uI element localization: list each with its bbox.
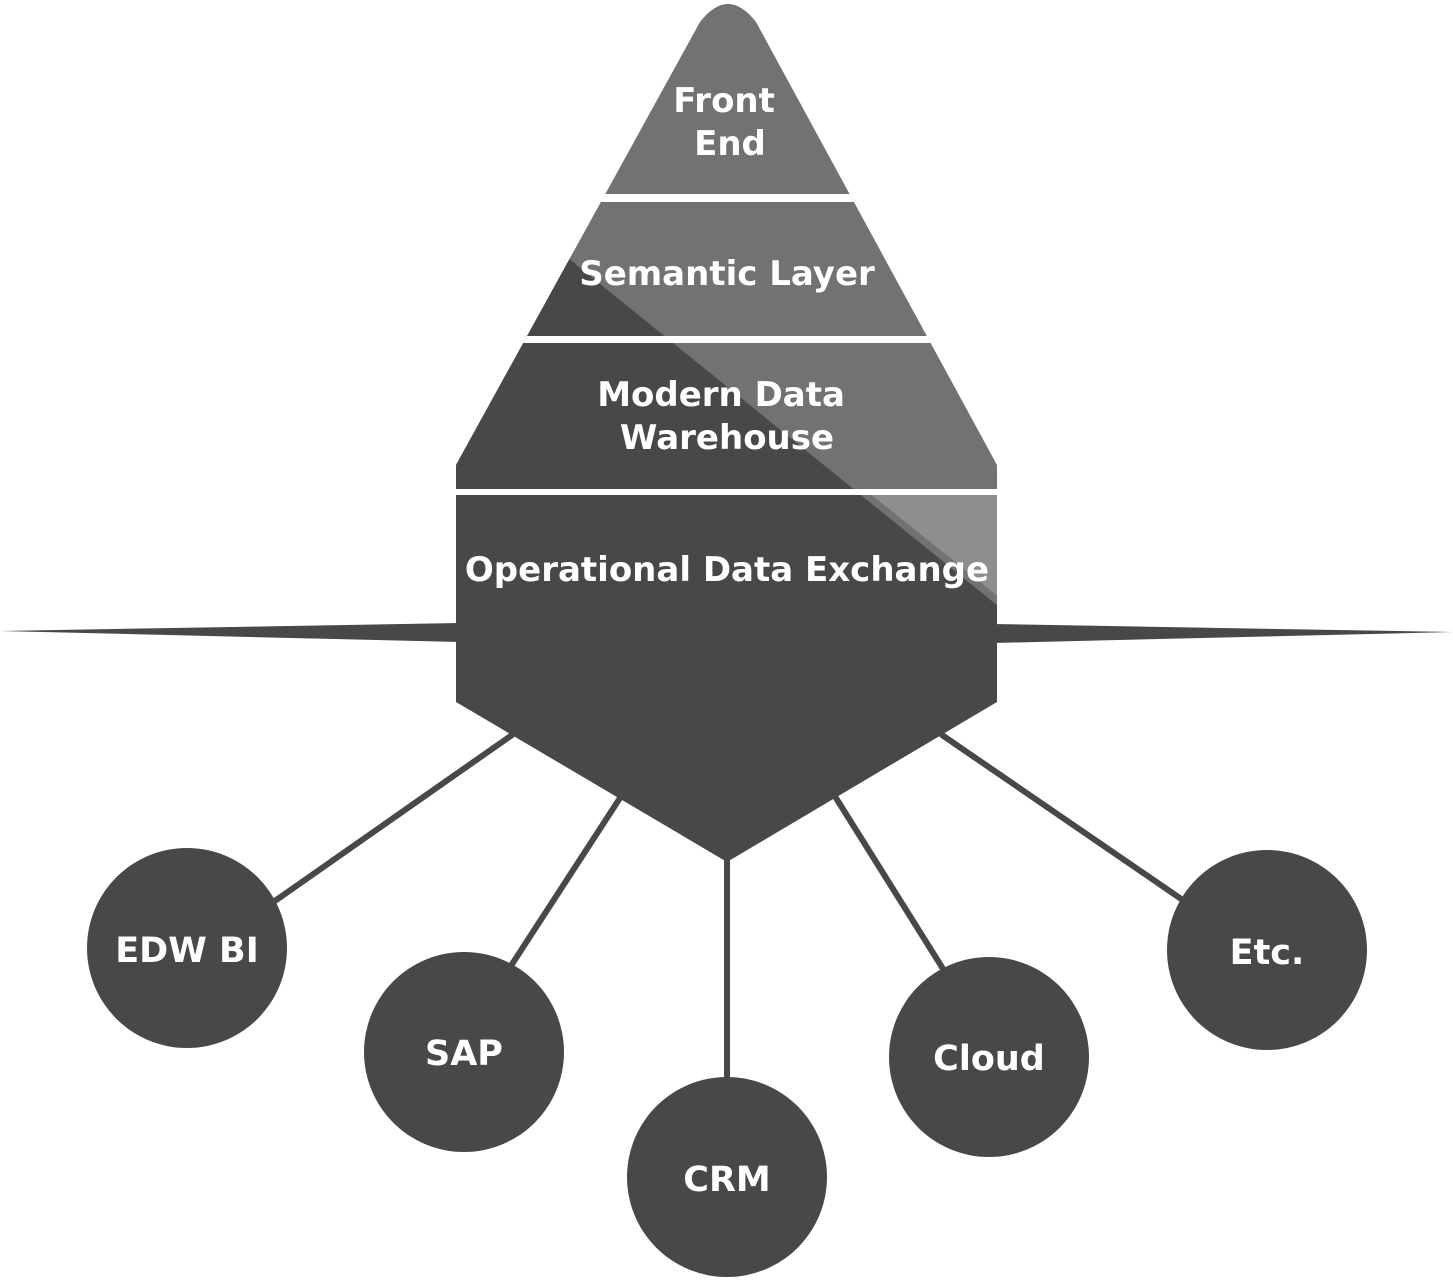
source-node-crm: CRM: [627, 1077, 827, 1277]
ground-line: [0, 623, 1453, 643]
layer-label-semantic-layer: Semantic Layer: [579, 254, 875, 294]
source-node-circle: [364, 952, 564, 1152]
connector-line-etc: [939, 732, 1193, 908]
connector-line-sap: [502, 795, 623, 978]
source-node-label: CRM: [683, 1160, 770, 1200]
source-node-circle: [1167, 850, 1367, 1050]
layer-label-line: Warehouse: [620, 418, 834, 458]
funnel-arrow: [456, 653, 997, 862]
source-node-label: Cloud: [933, 1039, 1045, 1079]
source-node-label: SAP: [425, 1034, 503, 1074]
layer-separator-2: [456, 336, 997, 343]
source-node-circle: [889, 957, 1089, 1157]
connector-line-edw-bi: [259, 732, 515, 913]
source-node-cloud: Cloud: [889, 957, 1089, 1157]
layer-label-line: Semantic Layer: [579, 254, 875, 294]
layer-label-line: Modern Data: [597, 375, 845, 415]
source-node-label: Etc.: [1230, 933, 1305, 973]
connector-line-cloud: [833, 795, 953, 983]
layer-label-line: Operational Data Exchange: [465, 550, 989, 590]
connector-lines: [259, 732, 1193, 1093]
source-node-label: EDW BI: [115, 931, 258, 971]
source-node-circle: [87, 848, 287, 1048]
layer-separator-1: [456, 194, 997, 202]
source-node-circle: [627, 1077, 827, 1277]
layer-label-line: End: [694, 124, 766, 164]
source-node-edw-bi: EDW BI: [87, 848, 287, 1048]
pyramid-highlight-region: [868, 492, 997, 598]
layer-label-operational-data-exchange: Operational Data Exchange: [465, 550, 989, 590]
layer-separator-3: [456, 489, 997, 495]
layer-label-front-end: Front End: [673, 81, 786, 164]
pyramid-dark-region: [456, 258, 997, 700]
layer-label-line: Front: [673, 81, 775, 121]
source-node-sap: SAP: [364, 952, 564, 1152]
source-node-etc: Etc.: [1167, 850, 1367, 1050]
layer-label-modern-data-warehouse: Modern Data Warehouse: [597, 375, 857, 458]
